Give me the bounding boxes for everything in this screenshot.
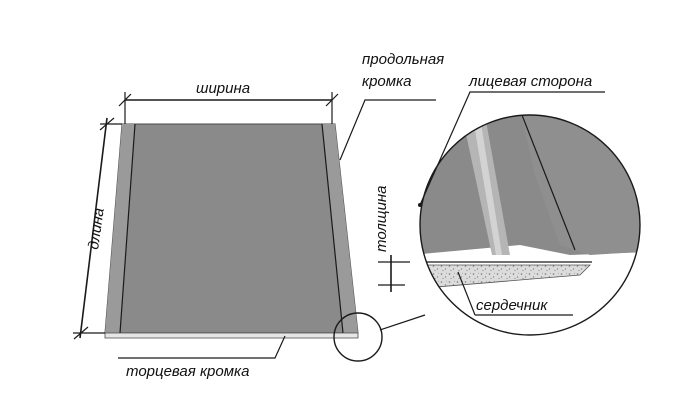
core-callout: сердечник [457, 271, 573, 316]
board-left-edge-strip [105, 124, 135, 333]
zoom-core [420, 264, 591, 291]
width-dimension: ширина [118, 80, 339, 124]
end-edge-callout: торцевая кромка [118, 335, 286, 380]
board-end-strip [104, 332, 359, 339]
length-label: длина [85, 207, 108, 251]
detail-marker-circle [333, 312, 383, 362]
zoom-tapered-edge [520, 115, 640, 255]
thickness-label: толщина [373, 185, 390, 252]
long-edge-label-line2: кромка [362, 73, 411, 90]
zoom-circle-outline [419, 114, 641, 336]
thickness-dimension: толщина [373, 185, 410, 292]
long-edge-callout: продольная кромка [339, 51, 444, 161]
end-edge-label: торцевая кромка [126, 363, 249, 380]
long-edge-label-line1: продольная [362, 51, 444, 68]
length-dimension: длина [73, 117, 122, 340]
face-side-callout: лицевая сторона [418, 73, 605, 207]
zoom-connector [379, 314, 426, 331]
board-right-edge-strip [322, 124, 358, 333]
drywall-board [104, 123, 359, 339]
core-label: сердечник [476, 297, 548, 314]
board-face [104, 123, 359, 334]
face-side-label: лицевая сторона [468, 73, 592, 90]
zoom-detail [419, 114, 641, 336]
width-label: ширина [196, 80, 250, 97]
